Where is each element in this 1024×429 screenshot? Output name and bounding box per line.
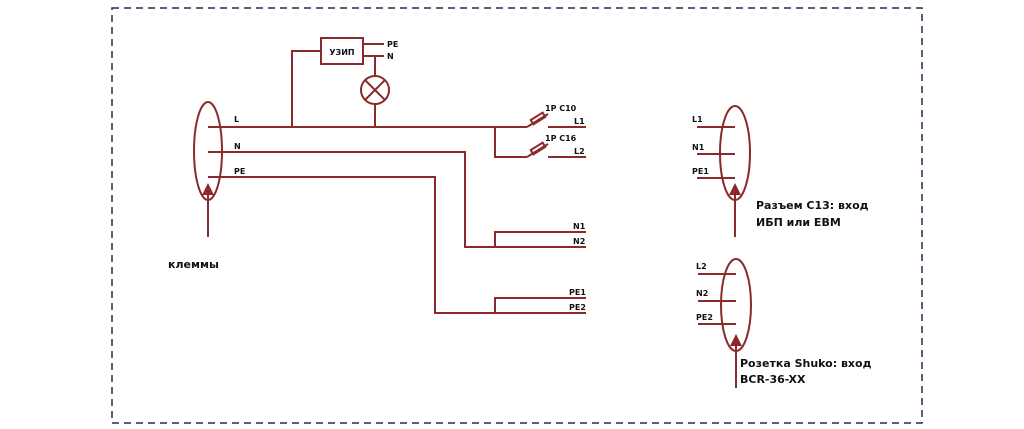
pin-label: L1: [692, 115, 703, 124]
neutral-bus: N1 N2: [208, 151, 586, 248]
breaker-2: 1P C16 L2: [526, 134, 586, 158]
pe1-label: PE1: [569, 288, 586, 297]
pin-label: N2: [696, 289, 708, 298]
pin-label: L2: [696, 262, 707, 271]
arrow-up-icon: [202, 183, 214, 195]
breaker-1: 1P C10 L1: [526, 104, 586, 128]
conductor-label-n: N: [234, 142, 241, 151]
n1-wire: [494, 231, 586, 247]
n1-label: N1: [573, 222, 586, 231]
l1-label: L1: [574, 117, 585, 126]
l2-label: L2: [574, 147, 585, 156]
connector-shuko: L2 N2 PE2 Розетка Shuko: вход BCR-36-XX: [696, 258, 872, 388]
arrow-up-icon: [730, 334, 742, 346]
pin-label: PE1: [692, 167, 709, 176]
fuse-icon: [529, 111, 547, 126]
lamp-icon: [360, 75, 390, 105]
uzip-feed-wire: [291, 50, 321, 127]
pe2-label: PE2: [569, 303, 586, 312]
phase-bus: УЗИП PE N: [208, 37, 527, 158]
connector-c13: L1 N1 PE1 Разъем С13: вход ИБП или ЕВМ: [692, 105, 869, 237]
input-terminal: клеммы L N PE: [168, 101, 245, 271]
connector-caption-line1: Разъем С13: вход: [756, 199, 869, 212]
breaker-1-label: 1P C10: [545, 104, 577, 113]
earth-bus: PE1 PE2: [208, 176, 586, 314]
uzip-pe-label: PE: [387, 40, 398, 49]
arrow-up-icon: [729, 183, 741, 195]
connector-caption-line1: Розетка Shuko: вход: [740, 357, 872, 370]
l2-feed-wire: [494, 127, 527, 158]
uzip-box: [320, 37, 364, 65]
uzip-n-label: N: [387, 52, 394, 61]
connector-caption-line2: BCR-36-XX: [740, 373, 806, 386]
conductor-label-pe: PE: [234, 167, 245, 176]
pe1-wire: [494, 297, 586, 313]
pin-label: PE2: [696, 313, 713, 322]
terminal-caption: клеммы: [168, 258, 219, 271]
pin-label: N1: [692, 143, 705, 152]
conductor-label-l: L: [234, 115, 239, 124]
connector-caption-line2: ИБП или ЕВМ: [756, 216, 841, 229]
n-wire: [208, 151, 586, 248]
pe-wire: [208, 176, 586, 314]
uzip-label: УЗИП: [329, 48, 354, 57]
fuse-icon: [529, 141, 547, 156]
n2-label: N2: [573, 237, 585, 246]
breaker-2-label: 1P C16: [545, 134, 577, 143]
